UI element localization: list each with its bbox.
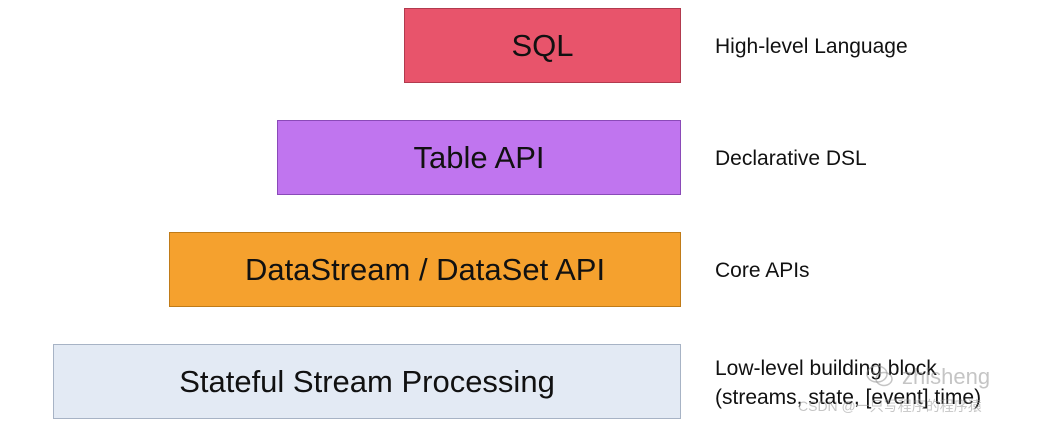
layer-stateful-label: Stateful Stream Processing: [179, 363, 555, 399]
layer-datastream-label: DataStream / DataSet API: [244, 251, 606, 287]
layer-table-api-label: Table API: [413, 139, 545, 175]
layer-stateful-box: Stateful Stream Processing: [53, 344, 681, 419]
wechat-icon: [866, 365, 893, 387]
layer-table-api-box: Table API: [277, 120, 681, 195]
layer-sql-description: High-level Language: [715, 35, 908, 58]
layer-sql-label: SQL: [511, 27, 574, 63]
layer-sql-box: SQL: [404, 8, 681, 83]
layer-datastream-description: Core APIs: [715, 259, 810, 282]
layer-stateful-description: Low-level building block (streams, state…: [715, 354, 981, 412]
layer-datastream-box: DataStream / DataSet API: [169, 232, 681, 307]
layer-stateful-description-line1: Low-level building block: [715, 357, 937, 380]
layer-stateful-description-line2: (streams, state, [event] time): [715, 386, 982, 409]
layer-table-api-description: Declarative DSL: [715, 147, 867, 170]
